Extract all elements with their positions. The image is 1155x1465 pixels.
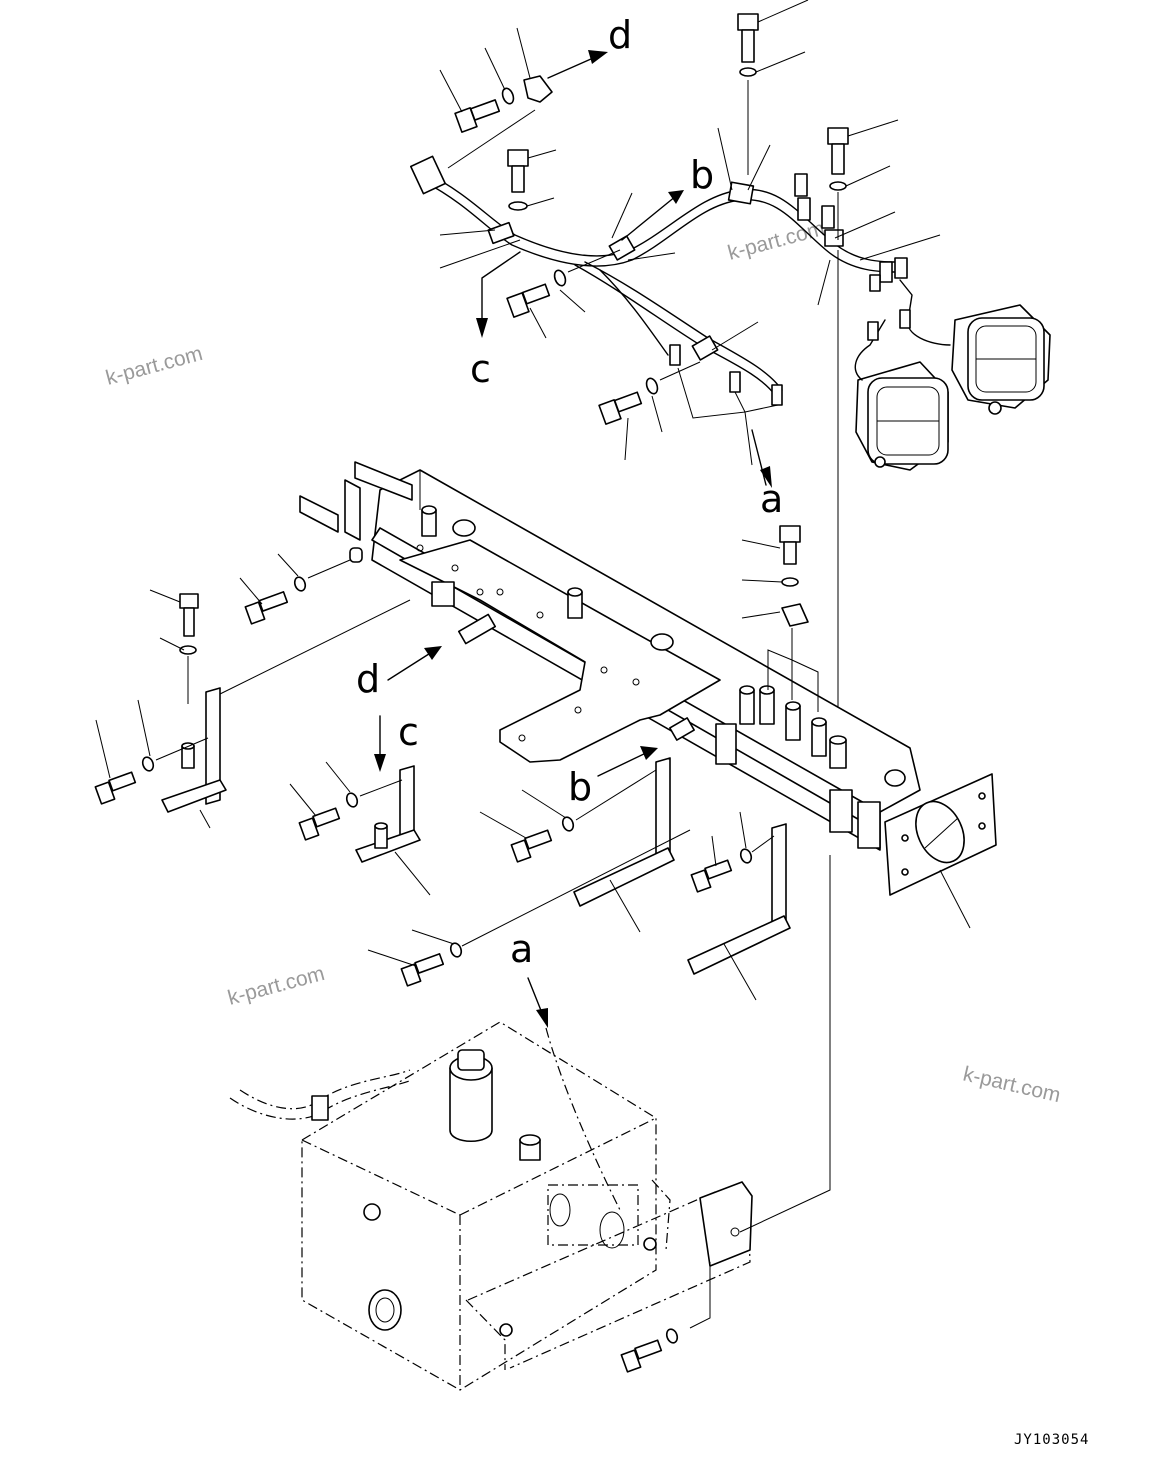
connector-r6 xyxy=(869,274,881,292)
brackets xyxy=(161,687,791,1001)
wiring-harness xyxy=(409,155,908,488)
mid-fasteners xyxy=(94,525,819,987)
bracket-2 xyxy=(355,765,431,896)
bracket-3 xyxy=(573,757,675,933)
lamp-connector-1 xyxy=(899,309,911,329)
connector-r3 xyxy=(821,205,835,229)
work-lamp-front xyxy=(855,361,949,471)
bolt-top-center xyxy=(737,0,809,175)
connector-b1 xyxy=(669,344,681,366)
callouts: d b c a d c b a xyxy=(356,13,783,971)
bolt-lower-harness xyxy=(598,361,701,461)
drawing-code: JY103054 xyxy=(1014,1432,1089,1448)
connector-r5 xyxy=(894,257,908,279)
connector-b2 xyxy=(729,371,741,393)
callout-c-mid: c xyxy=(398,710,419,754)
connector-r2 xyxy=(797,197,811,221)
callout-b-mid: b xyxy=(568,765,592,809)
bolt-mid-left xyxy=(506,249,621,339)
harness-clamp-3 xyxy=(727,181,755,205)
callout-d-mid: d xyxy=(356,657,380,701)
bolt-top-left xyxy=(439,27,608,169)
callout-c-top: c xyxy=(470,347,491,391)
harness-clamp-1 xyxy=(487,221,515,245)
connector-r1 xyxy=(794,173,808,197)
watermark-3: k-part.com xyxy=(225,962,327,1010)
watermark-4: k-part.com xyxy=(961,1062,1063,1107)
bracket-4 xyxy=(687,823,791,1001)
main-frame xyxy=(299,461,997,929)
callout-d-top: d xyxy=(608,13,632,57)
callout-a-bottom: a xyxy=(510,927,533,971)
bolt-top-left-mid xyxy=(507,149,557,211)
frame-posts xyxy=(349,505,906,787)
connector-b3 xyxy=(771,384,783,406)
tank-assembly xyxy=(229,855,831,1391)
callout-a-mid: a xyxy=(760,477,783,521)
callout-b-top: b xyxy=(690,153,714,197)
lamp-connector-2 xyxy=(867,321,879,341)
work-lamps xyxy=(854,279,1051,471)
watermark-1: k-part.com xyxy=(103,342,205,390)
top-fasteners xyxy=(439,0,941,760)
bracket-1 xyxy=(161,687,227,829)
connector-left xyxy=(409,155,447,195)
connector-r4 xyxy=(879,261,893,283)
harness-clamp-5 xyxy=(824,229,844,247)
bolt-top-right xyxy=(827,119,899,760)
work-lamp-rear xyxy=(951,304,1051,415)
harness-clamp-4 xyxy=(691,335,719,361)
